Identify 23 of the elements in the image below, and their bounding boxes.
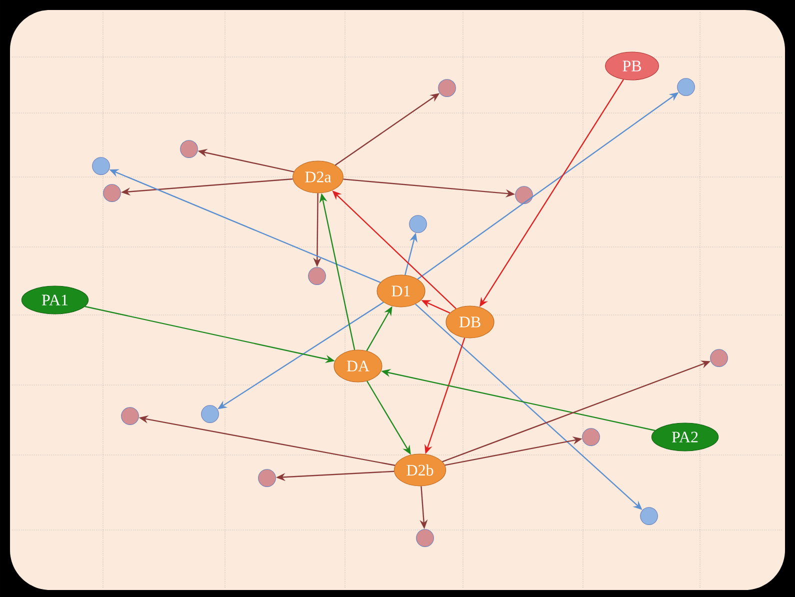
circle-node	[640, 507, 658, 525]
ellipse-node: PA2	[651, 422, 719, 452]
ellipse-node: D2a	[292, 160, 344, 194]
circle-node	[121, 407, 139, 425]
ellipse-node: DA	[334, 350, 382, 382]
circle-node	[201, 405, 219, 423]
circle-node	[103, 184, 121, 202]
circle-node	[582, 428, 600, 446]
ellipse-node: DB	[446, 306, 494, 338]
circle-node	[180, 140, 198, 158]
circle-node	[416, 529, 434, 547]
circle-node	[710, 349, 728, 367]
ellipse-node: PB	[605, 52, 659, 80]
circle-node	[677, 78, 695, 96]
circle-node	[409, 215, 427, 233]
circle-node	[515, 186, 533, 204]
ellipse-node: D2b	[394, 454, 446, 486]
circle-node	[258, 469, 276, 487]
circle-node	[438, 79, 456, 97]
circle-node	[308, 267, 326, 285]
circle-node	[92, 157, 110, 175]
ellipse-node: PA1	[21, 286, 89, 314]
ellipse-node: D1	[376, 274, 426, 308]
